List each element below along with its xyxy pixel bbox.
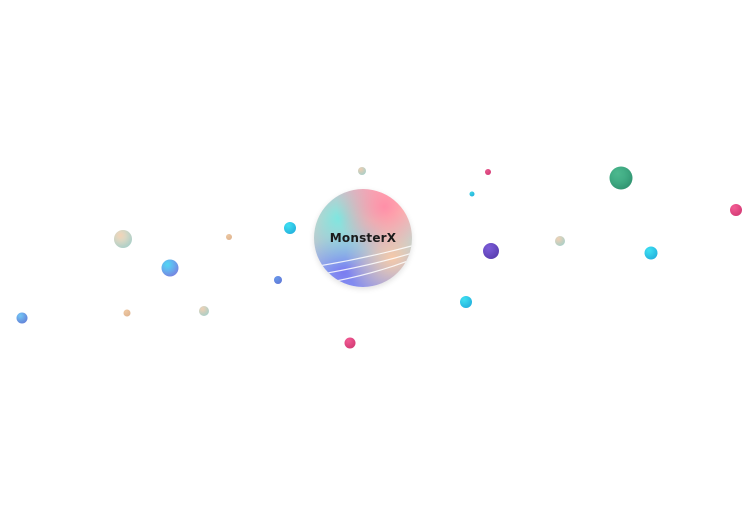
bubble-peach-teal-right: [555, 236, 565, 246]
bubble-cyan-left: [284, 222, 296, 234]
logo-label: MonsterX: [329, 231, 397, 245]
bubble-pink-top: [485, 169, 491, 175]
bubble-pink-bottom: [344, 337, 356, 349]
monsterx-logo-orb[interactable]: MonsterX: [314, 189, 412, 287]
bubble-peach-top: [358, 167, 366, 175]
bubble-green-large: [609, 166, 633, 190]
bubble-blue-small: [274, 276, 282, 284]
bubble-peach-teal-small: [199, 306, 209, 316]
bubble-cyan-right: [644, 246, 658, 260]
bubble-cyan-lower: [460, 296, 472, 308]
bubble-blue-edge: [16, 312, 28, 324]
bubble-peach-tiny: [123, 309, 131, 317]
bubble-pink-edge: [730, 204, 742, 216]
bubble-peach-teal-large: [114, 230, 132, 248]
bubble-cyan-tiny: [469, 191, 475, 197]
orb-stripes-icon: [321, 245, 412, 282]
bubble-blue-violet: [161, 259, 179, 277]
bubble-peach-small: [226, 234, 232, 240]
bubble-purple: [483, 243, 499, 259]
